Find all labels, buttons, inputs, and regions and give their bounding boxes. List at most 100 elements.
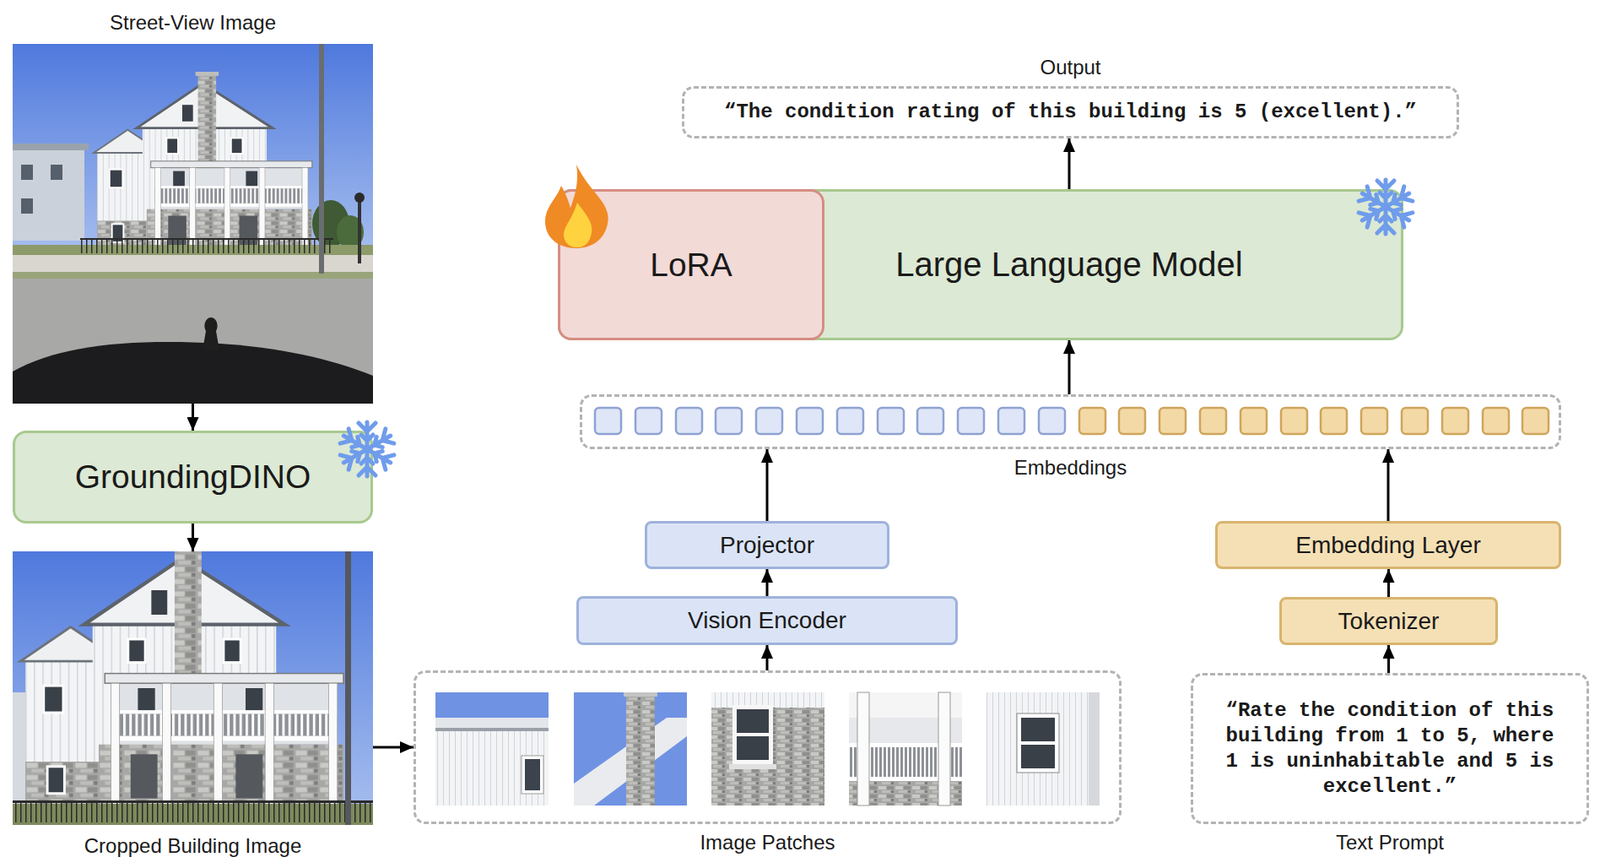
embedding-tokens	[998, 407, 1025, 434]
trainable-icon	[545, 164, 609, 249]
image-patch-tiles	[524, 758, 541, 790]
street-view-photo	[80, 237, 334, 254]
image-patch-tiles	[435, 691, 549, 806]
patch-group: Image Patches	[413, 670, 1122, 824]
embedding-tokens	[1118, 407, 1146, 434]
flow-arrow	[766, 644, 769, 671]
cropped-building-photo	[345, 551, 352, 825]
embedding-tokens	[1361, 407, 1388, 434]
embedding-tokens	[1079, 407, 1106, 434]
flow-arrow	[372, 745, 414, 749]
street-view-photo	[357, 200, 362, 264]
street-view-photo	[12, 43, 373, 404]
embedding-tokens	[1159, 407, 1186, 434]
caption-label: Cropped Building Image	[84, 833, 303, 858]
embedding-tokens	[1320, 407, 1347, 434]
embedding-tokens	[1522, 407, 1549, 434]
caption-label: Street-View Image	[109, 10, 276, 35]
flow-arrow	[1387, 448, 1390, 521]
image-frame: Cropped Building Image	[12, 551, 373, 825]
image-patch-tiles	[1021, 717, 1055, 741]
flow-arrow	[191, 403, 195, 431]
connector-group	[193, 138, 1390, 747]
street-view-photo	[21, 198, 33, 214]
embedding-tokens	[957, 407, 984, 434]
embedding-tokens	[796, 407, 823, 434]
image-patch-tiles	[623, 691, 658, 697]
image-patch-tiles	[857, 691, 870, 806]
embedding-tokens	[1442, 407, 1469, 434]
process-box: Tokenizer	[1279, 596, 1498, 645]
flow-arrow	[191, 523, 195, 552]
street-view-photo	[21, 164, 33, 180]
box-label: Large Language Model	[847, 191, 1292, 338]
flow-arrow	[1068, 138, 1071, 190]
street-view-photo	[354, 192, 365, 203]
street-view-photo	[93, 71, 313, 255]
street-view-photo	[12, 278, 373, 404]
cropped-building-photo	[12, 800, 373, 803]
image-patch-tiles	[1016, 713, 1060, 773]
image-patch-tiles	[729, 763, 777, 769]
box-label: Vision Encoder	[687, 606, 847, 634]
cropped-building-photo	[12, 800, 373, 822]
flow-arrow	[766, 448, 769, 521]
embedding-tokens	[877, 407, 904, 434]
flow-arrow	[1387, 644, 1390, 673]
trainable-icon	[563, 202, 592, 248]
embedding-tokens	[675, 407, 703, 434]
frozen-icon	[1357, 179, 1413, 234]
image-frame: Street-View Image	[12, 43, 373, 404]
street-view-photo	[12, 254, 373, 272]
embedding-tokens	[594, 407, 622, 434]
adapter-box: LoRA	[557, 189, 825, 341]
output-box: Output“The condition rating of this buil…	[681, 86, 1460, 139]
image-patch-tiles	[573, 691, 687, 806]
flow-arrow	[1387, 568, 1390, 597]
embedding-tokens	[837, 407, 864, 434]
embedding-tokens	[635, 407, 662, 434]
embedding-sequence: Embeddings	[579, 394, 1562, 449]
street-view-photo	[12, 143, 89, 151]
process-box: Projector	[644, 520, 890, 569]
image-patch-tiles	[848, 691, 963, 806]
street-view-photo	[12, 147, 85, 241]
image-patch-tiles	[435, 691, 1100, 806]
street-view-photo	[12, 341, 373, 404]
flow-arrow	[766, 568, 769, 596]
street-view-photo	[202, 317, 220, 351]
image-patch-tiles	[736, 708, 769, 733]
street-view-photo	[318, 43, 325, 274]
caption-label: Output	[1039, 55, 1101, 80]
street-view-photo	[12, 271, 373, 279]
image-patch-tiles	[938, 691, 951, 806]
street-view-photo	[50, 164, 63, 180]
box-label: GroundingDINO	[75, 458, 312, 496]
process-box: Vision Encoder	[576, 595, 958, 645]
frozen-icon	[339, 421, 395, 476]
box-label: Projector	[719, 531, 815, 559]
embedding-tokens	[756, 407, 783, 434]
embedding-tokens	[1482, 407, 1509, 434]
image-patch-tiles	[986, 691, 1100, 806]
box-label: Tokenizer	[1338, 607, 1440, 635]
image-patch-tiles	[435, 727, 549, 731]
caption-label: Image Patches	[699, 830, 835, 855]
street-view-photo	[80, 237, 334, 240]
box-label: Embedding Layer	[1295, 531, 1481, 559]
process-box: Embedding Layer	[1215, 520, 1562, 569]
image-patch-tiles	[521, 755, 544, 794]
embedding-tokens	[1038, 407, 1065, 434]
embedding-tokens	[594, 407, 1549, 434]
image-patch-tiles	[1021, 744, 1055, 768]
quoted-text: “The condition rating of this building i…	[724, 99, 1417, 125]
image-patch-tiles	[1088, 691, 1100, 806]
image-patch-tiles	[435, 717, 549, 730]
prompt-box: “Rate the condition of this building fro…	[1190, 672, 1590, 824]
frozen-icon	[1357, 179, 1413, 234]
embedding-tokens	[1401, 407, 1428, 434]
street-view-photo	[12, 43, 373, 264]
model-box: LoRALarge Language Model	[557, 189, 1404, 341]
